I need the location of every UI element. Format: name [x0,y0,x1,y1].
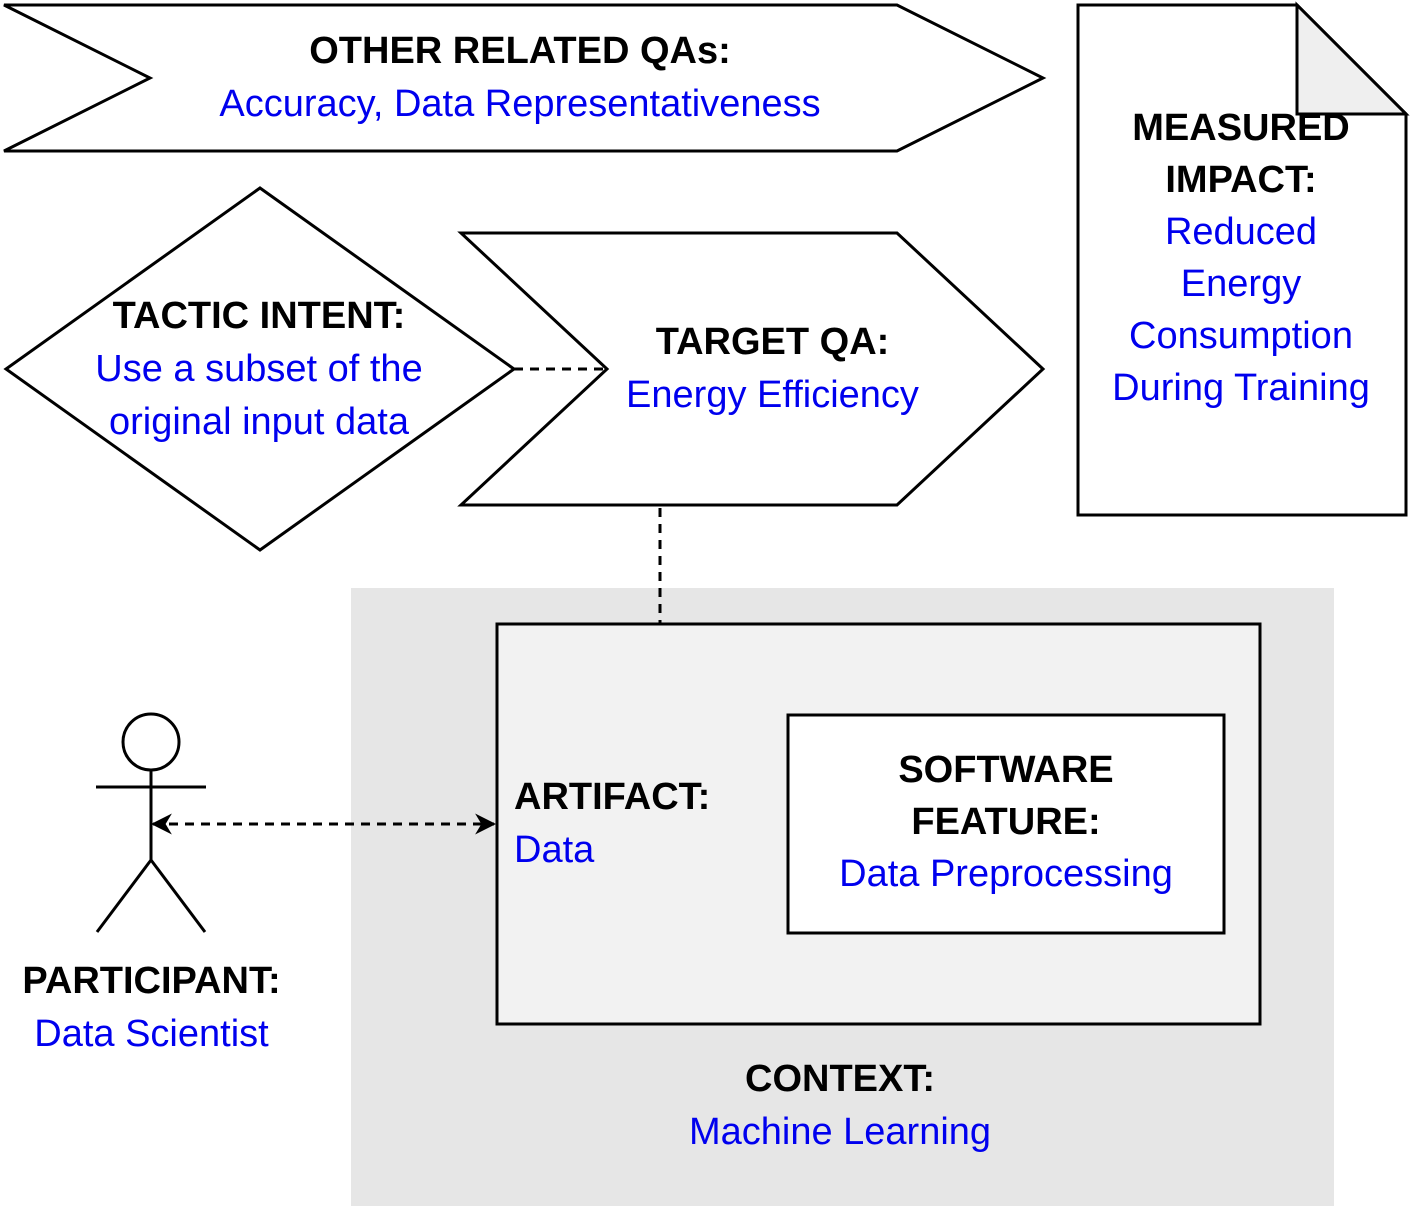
page-fold-icon [1295,1,1410,116]
measured-impact-value-line3: Consumption [1129,315,1353,357]
measured-impact-value-line4: During Training [1112,367,1370,409]
target-qa-shape [457,231,1046,507]
other-related-qas-text: OTHER RELATED QAs: Accuracy, Data Repres… [150,25,890,131]
other-related-qas-shape [3,3,1047,153]
other-related-qas-label: OTHER RELATED QAs: [309,30,731,72]
participant-label: PARTICIPANT: [22,960,281,1002]
software-feature-label-line1: SOFTWARE [898,749,1114,791]
tactic-intent-value-line1: Use a subset of the [95,348,423,390]
measured-impact-value-line2: Energy [1180,263,1302,305]
tactic-intent-label: TACTIC INTENT: [112,295,406,337]
measured-impact-value-line1: Reduced [1164,211,1318,253]
artifact-text: ARTIFACT: Data [514,771,774,877]
artifact-label: ARTIFACT: [514,776,711,818]
context-value: Machine Learning [688,1111,992,1153]
target-qa-text: TARGET QA: Energy Efficiency [580,316,965,422]
measured-impact-text: MEASURED IMPACT: Reduced Energy Consumpt… [1080,102,1402,414]
target-qa-value: Energy Efficiency [626,374,919,416]
artifact-value: Data [514,829,595,871]
software-feature-text: SOFTWARE FEATURE: Data Preprocessing [790,744,1222,900]
software-feature-label-line2: FEATURE: [911,801,1101,843]
measured-impact-label-line2: IMPACT: [1165,159,1317,201]
context-text: CONTEXT: Machine Learning [560,1053,1120,1159]
software-feature-value: Data Preprocessing [839,853,1173,895]
tactic-intent-value-line2: original input data [109,401,409,443]
measured-impact-label-line1: MEASURED [1132,107,1350,149]
measured-impact-document [1076,3,1408,517]
software-feature-box [786,713,1226,935]
participant-text: PARTICIPANT: Data Scientist [0,955,303,1061]
tactic-intent-diamond [3,186,517,552]
target-qa-label: TARGET QA: [655,321,890,363]
other-related-qas-value: Accuracy, Data Representativeness [219,83,821,125]
participant-value: Data Scientist [34,1013,269,1055]
context-label: CONTEXT: [745,1058,935,1100]
tactic-intent-text: TACTIC INTENT: Use a subset of the origi… [30,290,488,449]
